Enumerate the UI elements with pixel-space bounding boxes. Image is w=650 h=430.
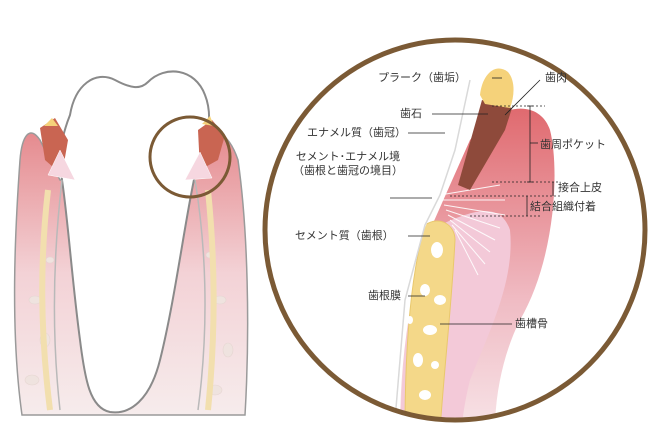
label-gingiva: 歯肉 [545,71,567,84]
magnify-indicator-ring [148,115,232,199]
left-ligament-r [205,189,217,411]
label-pdl: 歯根膜 [368,289,401,302]
label-cej-line1: セメント･エナメル境 [295,150,401,163]
left-tooth-body [59,70,211,414]
label-pocket: 歯周ポケット [540,138,606,151]
left-plaque-left [44,118,58,126]
left-calculus-right [198,120,225,170]
left-fan-right [184,151,213,181]
label-alveolar-bone: 歯槽骨 [515,317,548,330]
zoom-enamel [270,40,500,420]
label-cej: セメント･エナメル境 （歯根と歯冠の境目） [288,150,408,178]
leader-lines [390,77,560,325]
left-fan-left [47,149,76,181]
label-cej-line2: （歯根と歯冠の境目） [293,164,403,177]
zoom-tooth-edge [394,79,471,420]
zoom-bone-pores [407,242,446,400]
label-enamel: エナメル質（歯冠） [307,126,406,139]
left-ligament-l [39,189,53,411]
zoom-fibers [439,184,506,276]
label-junctional-epithelium: 接合上皮 [558,181,602,194]
zoom-calculus [458,100,512,190]
zoom-ring [262,37,648,423]
zoom-detail [265,40,645,420]
label-connective-attachment: 結合組織付着 [530,200,596,213]
left-root-outline-l [53,179,63,411]
left-root-outline-r [194,179,206,411]
label-plaque: プラーク（歯垢） [378,71,466,84]
zoom-plaque [480,68,514,108]
label-calculus: 歯石 [400,107,422,120]
tooth-overview [13,70,249,416]
label-cementum: セメント質（歯根） [295,229,394,242]
